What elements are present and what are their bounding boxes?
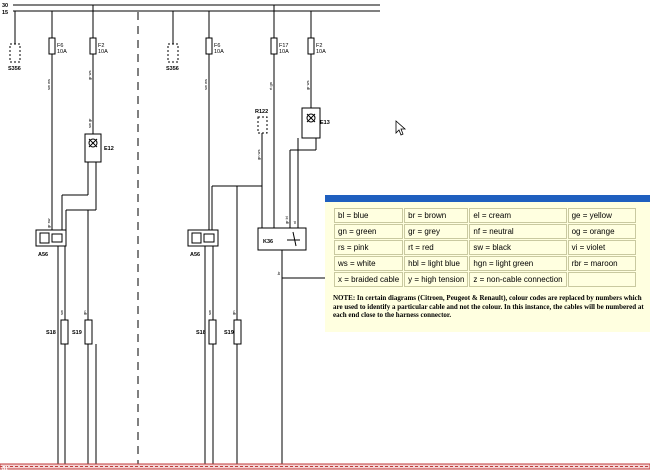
label-a56-left: A56: [38, 252, 48, 258]
legend-cell: bl = blue: [334, 208, 404, 223]
fuse-rating-f6-left: 10A: [57, 49, 67, 55]
switch-s19-left: [84, 319, 93, 345]
wire-tag: gr ws: [305, 80, 310, 90]
legend-note: NOTE: In certain diagrams (Citroen, Peug…: [333, 294, 644, 319]
legend-cell: rt = red: [404, 240, 469, 255]
label-s19-right: S19: [224, 330, 234, 336]
fuse-id-f17: F17: [279, 43, 288, 49]
arrow-cursor-icon: [395, 120, 407, 136]
legend-row: gn = green gr = grey nf = neutral og = o…: [334, 224, 636, 239]
label-s19-left: S19: [72, 330, 82, 336]
fuse-rating-f6-right: 10A: [214, 49, 224, 55]
label-e12: E12: [104, 146, 114, 152]
colour-code-legend: bl = blue br = brown el = cream ge = yel…: [325, 195, 650, 332]
legend-cell: br = brown: [404, 208, 469, 223]
fuse-rating-f2-right: 10A: [316, 49, 326, 55]
wire-tag: br: [276, 271, 281, 275]
legend-row: x = braided cable y = high tension z = n…: [334, 272, 636, 287]
lamp-e12-box: [84, 133, 102, 163]
legend-table: bl = blue br = brown el = cream ge = yel…: [333, 207, 637, 288]
ground-label-31: 31: [2, 466, 8, 472]
wire-tag: gn: [231, 311, 236, 315]
fuse-f6-right: [205, 37, 213, 55]
switch-s19-right: [233, 319, 242, 345]
label-s18-right: S18: [196, 330, 206, 336]
wire-tag: gn ws: [256, 150, 261, 160]
legend-cell: hgn = light green: [469, 256, 567, 271]
label-k36: K36: [263, 239, 273, 245]
wire-tag: rt gn: [268, 82, 273, 90]
legend-cell: hbl = light blue: [404, 256, 469, 271]
switch-s356-right-box: [167, 43, 179, 63]
wire-tag: sw gr: [87, 118, 92, 128]
fuse-id-f2-right: F2: [316, 43, 322, 49]
switch-a56-right-box: [187, 229, 219, 247]
fuse-f6-left: [48, 37, 56, 55]
wire-tag: gr ws: [87, 70, 92, 80]
legend-cell: y = high tension: [404, 272, 469, 287]
switch-s18-right: [208, 319, 217, 345]
legend-cell: ws = white: [334, 256, 404, 271]
fuse-rating-f2-left: 10A: [98, 49, 108, 55]
legend-cell: sw = black: [469, 240, 567, 255]
label-s356-right: S356: [166, 66, 179, 72]
lamp-e13-box: [301, 107, 321, 139]
switch-s356-box: [9, 43, 21, 63]
legend-cell: rbr = maroon: [567, 256, 636, 271]
legend-cell: el = cream: [469, 208, 567, 223]
rail-label-15: 15: [2, 10, 8, 16]
legend-cell: nf = neutral: [469, 224, 567, 239]
wire-tag: sw ws: [46, 79, 51, 90]
fuse-rating-f17: 10A: [279, 49, 289, 55]
fuse-id-f2-left: F2: [98, 43, 104, 49]
wire-tag: gr bl: [284, 216, 289, 224]
legend-cell: vi = violet: [567, 240, 636, 255]
legend-cell: z = non-cable connection: [469, 272, 567, 287]
resistor-r122-box: [257, 116, 268, 134]
label-s356-left: S356: [8, 66, 21, 72]
label-e13: E13: [320, 120, 330, 126]
wire-tag: sw: [207, 310, 212, 315]
legend-cell: gn = green: [334, 224, 404, 239]
label-s18-left: S18: [46, 330, 56, 336]
legend-row: bl = blue br = brown el = cream ge = yel…: [334, 208, 636, 223]
wire-tag: sw ws: [203, 79, 208, 90]
legend-cell: og = orange: [567, 224, 636, 239]
legend-cell: gr = grey: [404, 224, 469, 239]
fuse-id-f6-left: F6: [57, 43, 63, 49]
fuse-f2-right: [307, 37, 315, 55]
fuse-id-f6-right: F6: [214, 43, 220, 49]
wire-tag: vi: [292, 221, 297, 224]
fuse-f2-left: [89, 37, 97, 55]
wire-tag: gr sw: [46, 218, 51, 228]
legend-cell: [567, 272, 636, 287]
switch-s18-left: [60, 319, 69, 345]
legend-row: rs = pink rt = red sw = black vi = viole…: [334, 240, 636, 255]
legend-title-bar: [325, 195, 650, 202]
legend-row: ws = white hbl = light blue hgn = light …: [334, 256, 636, 271]
switch-a56-left-box: [35, 229, 67, 247]
wire-tag: gn: [82, 311, 87, 315]
legend-cell: ge = yellow: [567, 208, 636, 223]
fuse-f17: [270, 37, 278, 55]
legend-cell: rs = pink: [334, 240, 404, 255]
wire-tag: sw: [59, 310, 64, 315]
rail-label-30: 30: [2, 3, 8, 9]
legend-cell: x = braided cable: [334, 272, 404, 287]
label-a56-right: A56: [190, 252, 200, 258]
label-r122: R122: [255, 109, 268, 115]
